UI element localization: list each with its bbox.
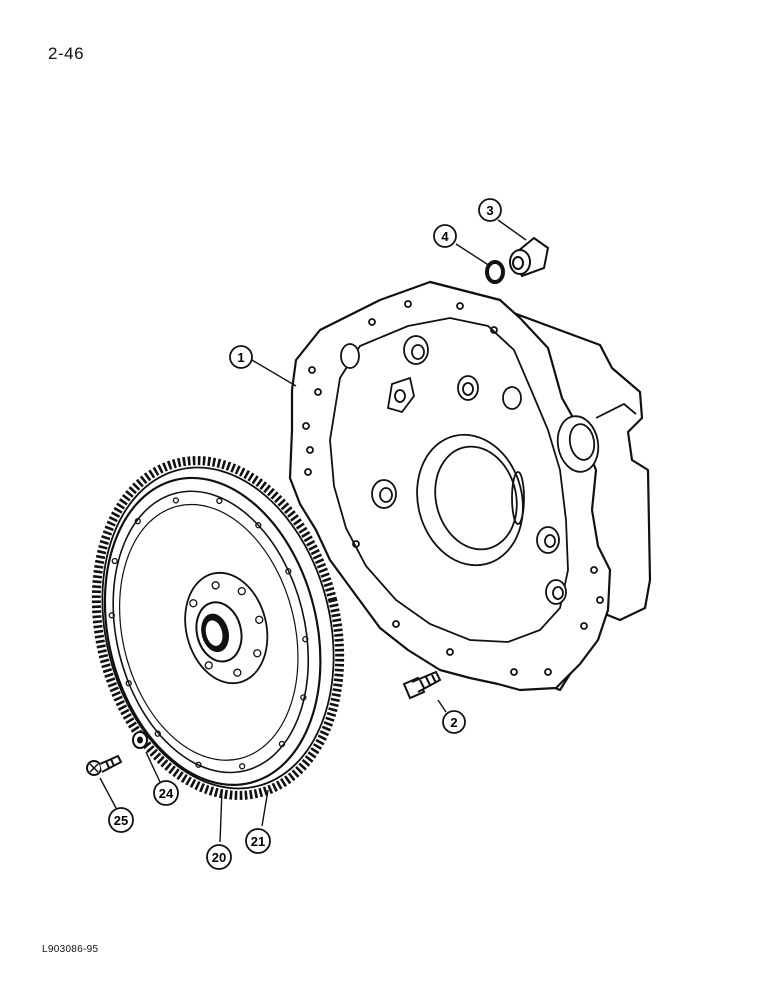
o-ring (485, 260, 505, 284)
callout-20: 20 (206, 844, 232, 870)
bolt (402, 670, 442, 700)
callout-24: 24 (153, 780, 179, 806)
svg-text:4: 4 (441, 229, 449, 244)
screw (86, 754, 123, 776)
callout-3: 3 (478, 198, 502, 222)
callout-1: 1 (229, 345, 253, 369)
callout-25: 25 (108, 807, 134, 833)
figure-code: L903086-95 (42, 944, 99, 955)
svg-text:3: 3 (486, 203, 493, 218)
flywheel-assembly (91, 456, 345, 800)
leader-lines (99, 219, 527, 843)
plug (509, 236, 550, 278)
svg-text:2: 2 (450, 715, 457, 730)
callout-2: 2 (442, 710, 466, 734)
washer (132, 731, 148, 749)
callout-4: 4 (433, 224, 457, 248)
svg-text:25: 25 (114, 813, 128, 828)
svg-text:20: 20 (212, 850, 226, 865)
svg-text:1: 1 (237, 350, 244, 365)
svg-text:24: 24 (159, 786, 174, 801)
adapter-plate-detail (302, 300, 637, 676)
callout-21: 21 (245, 828, 271, 854)
page-number: 2-46 (48, 44, 85, 63)
svg-text:21: 21 (251, 834, 265, 849)
